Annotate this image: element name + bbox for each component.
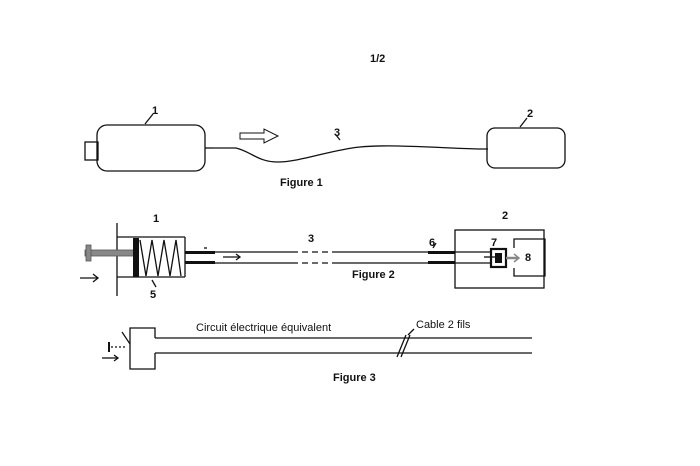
fig3-switch-contact <box>122 332 130 344</box>
fig2-label-5: 5 <box>150 289 156 301</box>
fig1-label-3: 3 <box>334 127 340 139</box>
fig2-sleeve-left-top <box>185 251 215 254</box>
page-number: 1/2 <box>370 53 385 65</box>
fig2-sleeve-6-top <box>428 251 455 254</box>
fig1-label-1: 1 <box>152 105 158 117</box>
fig2-label-6: 6 <box>429 237 435 249</box>
fig3-switch-box <box>130 328 155 369</box>
fig2-label-7: 7 <box>491 237 497 249</box>
fig3-cable-label: Cable 2 fils <box>416 319 471 331</box>
fig2-piston <box>133 238 139 277</box>
fig2-caption: Figure 2 <box>352 269 395 281</box>
fig1-cable-3 <box>213 146 488 162</box>
fig2-leader-5 <box>152 280 156 287</box>
fig1-unit-2-body <box>487 128 565 168</box>
figure-2: 1 3 2 6 7 8 5 Figure 2 <box>80 210 545 301</box>
fig2-label-1: 1 <box>153 213 159 225</box>
fig2-push-rod <box>85 250 135 256</box>
fig2-push-rod-head <box>86 245 91 261</box>
figure-1: 1 3 2 Figure 1 <box>85 105 565 189</box>
fig1-leader-2 <box>520 118 527 127</box>
fig2-sleeve-6-bottom <box>428 261 455 264</box>
fig1-plug-nub <box>85 142 98 160</box>
fig2-label-8: 8 <box>525 252 531 264</box>
fig2-spring-5 <box>140 240 181 276</box>
fig2-label-3: 3 <box>308 233 314 245</box>
fig3-caption: Figure 3 <box>333 372 376 384</box>
fig1-direction-arrow-icon <box>240 129 278 143</box>
fig3-leader-cable <box>408 329 414 335</box>
fig2-label-2: 2 <box>502 210 508 222</box>
fig3-circuit-label: Circuit électrique équivalent <box>196 322 331 334</box>
figure-3: Circuit électrique équivalent Cable 2 fi… <box>102 319 532 384</box>
fig2-sleeve-left-bottom <box>185 261 215 264</box>
fig1-caption: Figure 1 <box>280 177 323 189</box>
fig1-unit-1-body <box>97 125 205 171</box>
fig2-piston-7-core <box>495 253 502 263</box>
fig1-label-2: 2 <box>527 108 533 120</box>
